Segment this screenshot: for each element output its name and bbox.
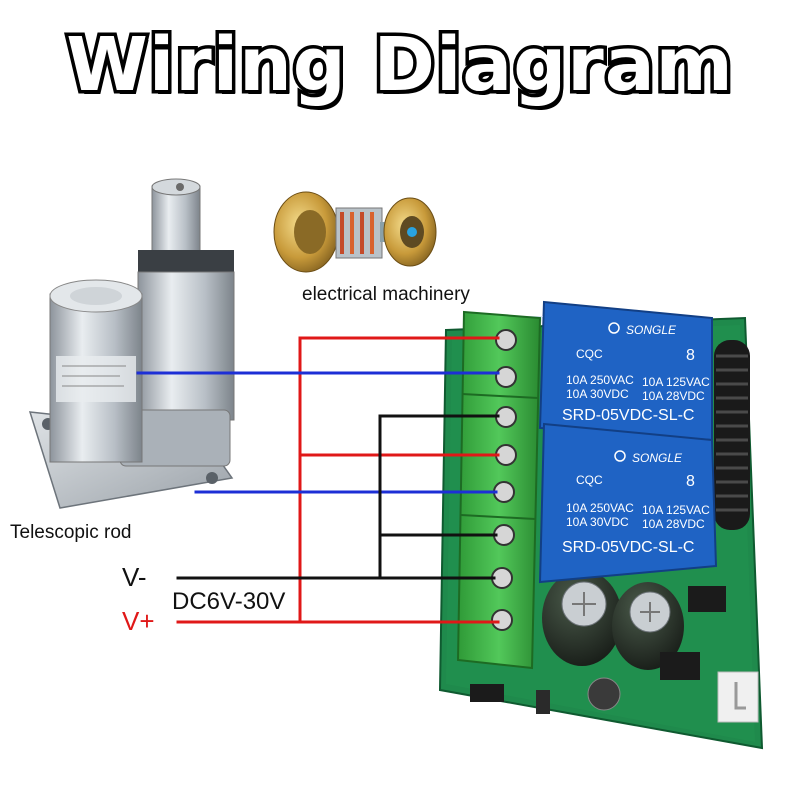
relay-top-spec-right-1: 10A 125VAC bbox=[642, 375, 710, 389]
relay-bottom-brand: SONGLE bbox=[632, 451, 683, 465]
telescopic-rod-label: Telescopic rod bbox=[10, 522, 132, 543]
relay-bottom-spec-left-2: 10A 30VDC bbox=[566, 515, 629, 529]
relay-bottom-spec-left-1: 10A 250VAC bbox=[566, 501, 634, 515]
wires bbox=[136, 336, 500, 624]
terminal-screws bbox=[491, 329, 517, 631]
terminal-screw-8 bbox=[491, 609, 513, 631]
relay-top-brand: SONGLE bbox=[626, 323, 677, 337]
inductor bbox=[587, 677, 621, 711]
v-minus-label: V- bbox=[122, 562, 147, 592]
electrical-machinery-illustration bbox=[273, 191, 437, 273]
ic-chip bbox=[688, 586, 726, 612]
capacitor bbox=[612, 582, 684, 670]
machinery-label: electrical machinery bbox=[302, 284, 470, 305]
relay-top-spec-right-2: 10A 28VDC bbox=[642, 389, 705, 403]
svg-text:CQC: CQC bbox=[576, 473, 603, 487]
relay-top-model: SRD-05VDC-SL-C bbox=[562, 407, 694, 424]
telescopic-rod-illustration bbox=[28, 178, 235, 509]
v-plus-label: V+ bbox=[122, 606, 155, 636]
capacitor bbox=[542, 570, 622, 666]
svg-text:8: 8 bbox=[686, 347, 695, 364]
diode bbox=[470, 684, 504, 702]
svg-text:8: 8 bbox=[686, 473, 695, 490]
page-title: Wiring Diagram bbox=[63, 19, 737, 112]
terminal-screw-2 bbox=[495, 366, 517, 388]
relay-bottom-model: SRD-05VDC-SL-C bbox=[562, 539, 694, 556]
relay-bottom-spec-right-2: 10A 28VDC bbox=[642, 517, 705, 531]
relay-top-spec-left-2: 10A 30VDC bbox=[566, 387, 629, 401]
voltage-label: DC6V-30V bbox=[172, 588, 286, 615]
terminal-screw-1 bbox=[495, 329, 517, 351]
connector-plug bbox=[717, 671, 759, 723]
relay-bottom-spec-right-1: 10A 125VAC bbox=[642, 503, 710, 517]
antenna-coil bbox=[714, 340, 750, 530]
svg-text:CQC: CQC bbox=[576, 347, 603, 361]
ic-chip bbox=[660, 652, 700, 680]
resistor bbox=[536, 690, 550, 714]
relay-top-spec-left-1: 10A 250VAC bbox=[566, 373, 634, 387]
